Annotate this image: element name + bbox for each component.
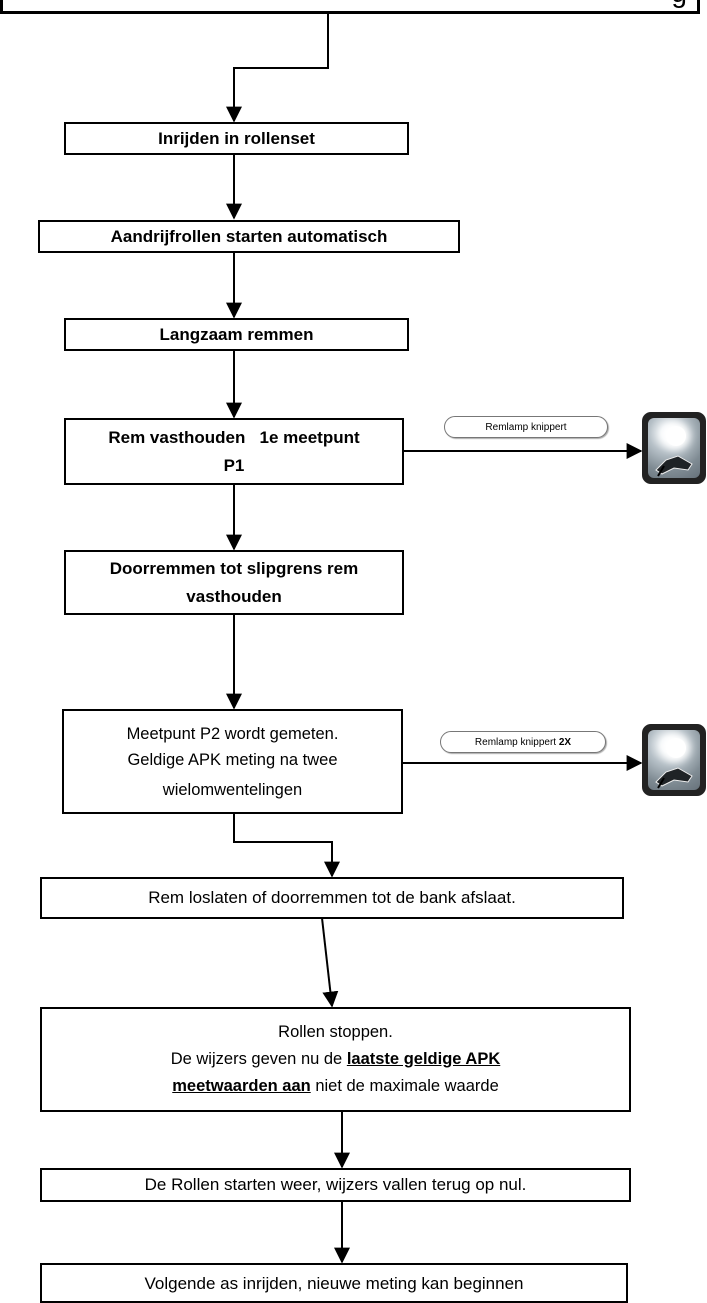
step-rollen-stoppen-emphasis2: meetwaarden aan [172, 1077, 311, 1095]
step-langzaam-remmen-label: Langzaam remmen [159, 324, 314, 344]
brake-lamp-icon [642, 724, 706, 796]
step-doorremmen-line2: vasthouden [186, 586, 282, 606]
step-rem-vasthouden-line1: Rem vasthouden 1e meetpunt [108, 427, 360, 447]
note-remlamp-knippert-label: Remlamp knippert [485, 421, 567, 433]
step-volgende-as-label: Volgende as inrijden, nieuwe meting kan … [144, 1274, 524, 1293]
step-inrijden-label: Inrijden in rollenset [158, 128, 315, 148]
step-aandrijfrollen-label: Aandrijfrollen starten automatisch [110, 226, 388, 246]
step-rollen-stoppen-line3-rest: niet de maximale waarde [310, 1077, 499, 1095]
step-inrijden: Inrijden in rollenset [64, 122, 409, 155]
step-aandrijfrollen: Aandrijfrollen starten automatisch [38, 220, 460, 253]
top-step-box: g [0, 0, 700, 14]
step-meetpunt-line3: wielomwentelingen [162, 780, 303, 799]
step-rollen-stoppen-line2-prefix: De wijzers geven nu de [170, 1050, 347, 1068]
connector-top-s1 [226, 14, 329, 123]
note-remlamp-knippert-2x-count: 2X [558, 736, 572, 748]
step-rem-vasthouden-line2: P1 [223, 455, 245, 475]
step-langzaam-remmen: Langzaam remmen [64, 318, 409, 351]
step-meetpunt-line2: Geldige APK meting na twee [127, 750, 338, 769]
brake-lamp-screen [648, 418, 700, 478]
step-rem-loslaten: Rem loslaten of doorremmen tot de bank a… [40, 877, 624, 919]
brake-lamp-screen [648, 730, 700, 790]
step-rollen-starten-weer-label: De Rollen starten weer, wijzers vallen t… [144, 1175, 527, 1194]
note-remlamp-knippert-2x: Remlamp knippert 2X [440, 731, 606, 753]
step-rollen-stoppen-line3: meetwaarden aan niet de maximale waarde [172, 1073, 499, 1100]
step-rem-vasthouden: Rem vasthouden 1e meetpunt P1 [64, 418, 404, 485]
brake-lamp-icon [642, 412, 706, 484]
step-doorremmen-line1: Doorremmen tot slipgrens rem [109, 558, 359, 578]
step-volgende-as: Volgende as inrijden, nieuwe meting kan … [40, 1263, 628, 1303]
step-rollen-stoppen: Rollen stoppen. De wijzers geven nu de l… [40, 1007, 631, 1112]
step-rollen-starten-weer: De Rollen starten weer, wijzers vallen t… [40, 1168, 631, 1202]
top-step-text: g [671, 0, 687, 9]
step-meetpunt-p2: Meetpunt P2 wordt gemeten. Geldige APK m… [62, 709, 403, 814]
step-rem-loslaten-label: Rem loslaten of doorremmen tot de bank a… [148, 888, 516, 907]
step-rollen-stoppen-line2: De wijzers geven nu de laatste geldige A… [171, 1046, 501, 1073]
step-meetpunt-line1: Meetpunt P2 wordt gemeten. [126, 724, 339, 743]
step-rollen-stoppen-emphasis1: laatste geldige APK [346, 1050, 501, 1068]
connector-s6-s7 [233, 813, 340, 878]
connector-s7-s8 [321, 917, 339, 1008]
step-doorremmen-slipgrens: Doorremmen tot slipgrens rem vasthouden [64, 550, 404, 615]
note-remlamp-knippert-2x-prefix: Remlamp knippert [474, 736, 559, 748]
step-rollen-stoppen-line1: Rollen stoppen. [278, 1023, 393, 1041]
note-remlamp-knippert: Remlamp knippert [444, 416, 608, 438]
